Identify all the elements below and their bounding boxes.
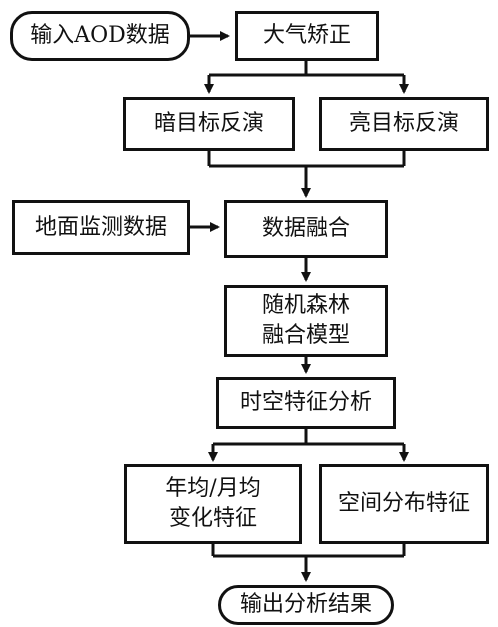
- node-bright-target-label: 亮目标反演: [348, 111, 459, 137]
- node-output-results-label: 输出分析结果: [239, 592, 372, 618]
- node-spatiotemporal-analysis-label: 时空特征分析: [239, 390, 372, 416]
- node-rf-model-label-1: 随机森林: [261, 293, 350, 319]
- node-output-results: 输出分析结果: [218, 585, 394, 625]
- node-data-fusion-label: 数据融合: [261, 216, 350, 242]
- node-annual-monthly-label-2: 变化特征: [168, 506, 257, 531]
- node-input-aod: 输入AOD数据: [10, 11, 190, 61]
- node-annual-monthly-label-1: 年均/月均: [165, 476, 261, 502]
- node-ground-monitoring-label: 地面监测数据: [34, 214, 167, 240]
- node-rf-model-label-2: 融合模型: [261, 323, 350, 348]
- node-dark-target-label: 暗目标反演: [153, 111, 264, 137]
- node-rf-model: 随机森林 融合模型: [224, 285, 388, 357]
- node-input-aod-label: 输入AOD数据: [30, 23, 170, 49]
- node-spatial-distribution: 空间分布特征: [319, 464, 489, 544]
- node-dark-target: 暗目标反演: [123, 97, 295, 151]
- node-ground-monitoring: 地面监测数据: [12, 200, 190, 255]
- node-data-fusion: 数据融合: [224, 200, 388, 258]
- node-atmos-correction: 大气矫正: [235, 11, 379, 61]
- node-atmos-correction-label: 大气矫正: [262, 23, 351, 49]
- node-bright-target: 亮目标反演: [319, 97, 489, 151]
- node-spatial-distribution-label: 空间分布特征: [337, 491, 470, 517]
- node-annual-monthly: 年均/月均 变化特征: [124, 464, 302, 544]
- node-spatiotemporal-analysis: 时空特征分析: [216, 377, 396, 429]
